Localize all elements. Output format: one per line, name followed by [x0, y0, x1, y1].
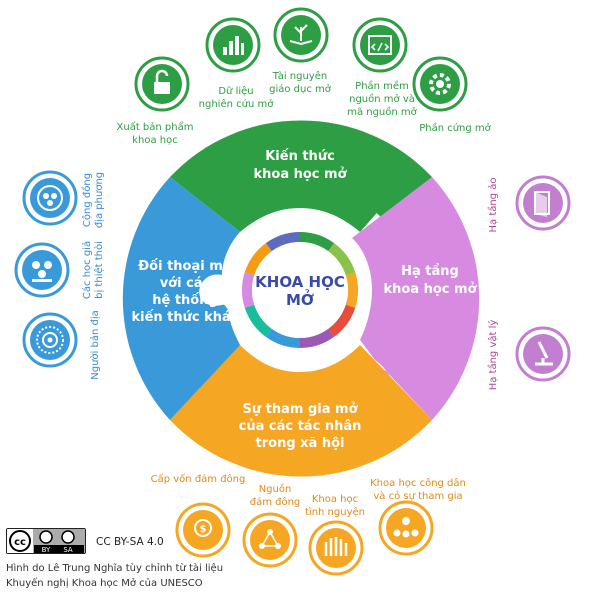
data-chart-icon	[205, 17, 261, 73]
ring-segment	[265, 232, 300, 252]
ring-segment	[244, 304, 272, 337]
ring-segment	[300, 328, 335, 348]
ring-segment	[328, 304, 356, 337]
blue-item-2-line1: Các học giả	[81, 241, 93, 299]
blue-title-line1: Đối thoại mở	[138, 259, 233, 274]
green-item-3-line2: giáo dục mở	[269, 83, 332, 95]
piece-purple	[352, 177, 480, 420]
orange-item-1-label: Cấp vốn đám đông	[151, 473, 246, 485]
purple-item-2-label: Hạ tầng vật lý	[487, 320, 499, 391]
ring-segment	[345, 272, 359, 308]
center-color-ring	[241, 232, 359, 348]
green-title-line2: khoa học mở	[253, 167, 347, 182]
book-plant-icon	[273, 7, 329, 63]
blue-title-line2: với các	[160, 276, 211, 291]
ring-segment	[241, 272, 255, 308]
center-title-line2: MỞ	[286, 288, 314, 309]
blue-item-3-label: Người bản địa	[89, 310, 101, 380]
cc-badge-sa: SA	[63, 546, 73, 554]
orange-title-line2: của các tác nhân	[239, 419, 362, 434]
purple-title-line2: khoa học mở	[383, 282, 477, 297]
green-item-5-line1: Phần cứng mở	[419, 122, 491, 134]
ring-segment	[300, 232, 335, 252]
center-title-line1: KHOA HỌC	[255, 273, 345, 291]
ring-segment	[328, 243, 356, 276]
purple-title-line1: Hạ tầng	[401, 264, 459, 279]
padlock-icon	[134, 56, 190, 112]
blue-item-2-line2: bị thiệt thòi	[93, 241, 105, 299]
green-item-4-line3: mã nguồn mở	[347, 106, 417, 118]
hands-icon	[308, 520, 364, 576]
scholars-icon	[14, 242, 70, 298]
indigenous-pattern-icon	[22, 312, 78, 368]
cc-badge-by: BY	[42, 546, 51, 554]
credit-line-2: Khuyến nghị Khoa học Mở của UNESCO	[6, 578, 203, 589]
purple-item-1-label: Hạ tầng ảo	[487, 178, 499, 233]
piece-orange	[170, 345, 432, 477]
door-icon	[515, 175, 571, 231]
code-window-icon	[352, 17, 408, 73]
green-title-line1: Kiến thức	[265, 149, 335, 164]
green-item-2-line1: Dữ liệu	[218, 85, 253, 97]
license-text: CC BY-SA 4.0	[96, 536, 164, 548]
orange-item-3-line1: Khoa học	[312, 494, 358, 505]
money-people-icon: $	[175, 502, 231, 558]
svg-text:$: $	[200, 524, 207, 535]
orange-item-2-line1: Nguồn	[259, 483, 292, 495]
green-item-4-line2: nguồn mở và	[349, 93, 415, 105]
orange-item-3-line2: tình nguyện	[305, 506, 365, 518]
network-icon	[242, 512, 298, 568]
cc-license-badge: cc BY SA	[6, 528, 86, 554]
gear-icon	[412, 56, 468, 112]
ring-segment	[265, 328, 300, 348]
credit-line-1: Hình do Lê Trung Nghĩa tùy chỉnh từ tài …	[6, 563, 224, 574]
community-icon	[22, 170, 78, 226]
ring-segment	[244, 243, 272, 276]
center-hub: KHOA HỌC MỞ	[238, 228, 362, 352]
orange-item-2-line2: đám đông	[250, 496, 301, 508]
green-item-1-line2: khoa học	[132, 135, 178, 146]
orange-title-line3: trong xã hội	[256, 436, 345, 451]
green-item-2-line2: nghiên cứu mở	[199, 98, 275, 110]
blue-title-line4: kiến thức khác	[131, 310, 238, 325]
orange-item-4-line1: Khoa học công dân	[370, 477, 466, 489]
blue-item-1-line2: địa phương	[94, 172, 105, 228]
svg-text:cc: cc	[14, 537, 26, 548]
orange-item-4-line2: và cỏ sự tham gia	[373, 490, 462, 502]
blue-title-line3: hệ thống	[152, 293, 218, 308]
green-item-3-line1: Tài nguyên	[272, 70, 327, 82]
piece-blue	[122, 177, 240, 420]
piece-green	[170, 120, 432, 232]
blue-item-1-line1: Cộng đồng	[81, 173, 93, 227]
green-item-1-line1: Xuất bản phẩm	[117, 120, 194, 133]
orange-title-line1: Sự tham gia mở	[243, 402, 359, 417]
audience-icon	[378, 500, 434, 556]
green-item-4-line1: Phần mềm	[355, 80, 409, 92]
puzzle-ring	[122, 120, 480, 477]
microscope-icon	[515, 326, 571, 382]
